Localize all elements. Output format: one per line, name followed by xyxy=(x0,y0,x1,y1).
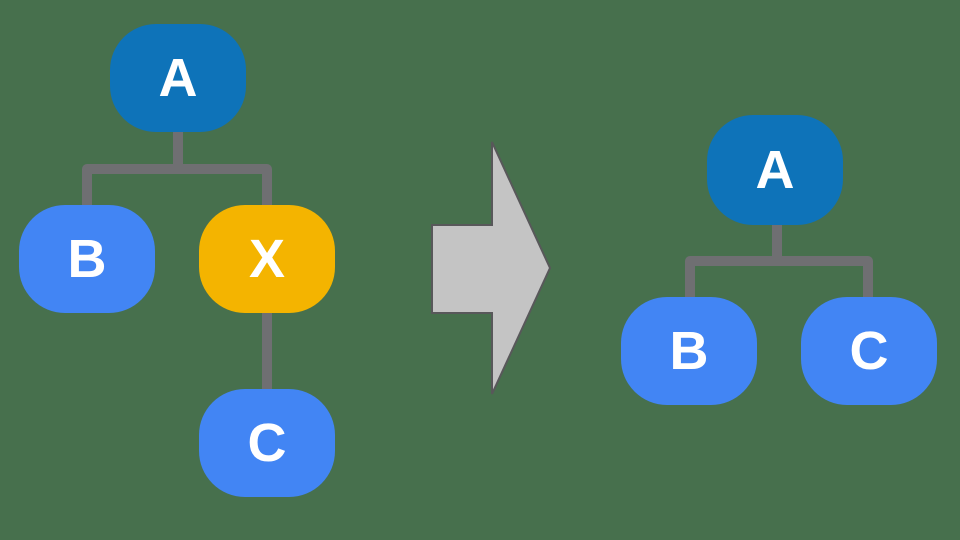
tree-node-x-before: X xyxy=(199,205,335,313)
tree-node-a-before: A xyxy=(110,24,246,132)
tree-node-b-after: B xyxy=(621,297,757,405)
before-tree-connectors xyxy=(82,126,272,392)
edge-a-children-after xyxy=(685,256,873,300)
tree-node-a-after: A xyxy=(707,115,843,225)
edge-a-children xyxy=(82,164,272,208)
tree-node-b-before: B xyxy=(19,205,155,313)
transform-arrow-icon xyxy=(431,141,552,395)
tree-node-c-before: C xyxy=(199,389,335,497)
tree-node-c-after: C xyxy=(801,297,937,405)
after-tree-connectors xyxy=(685,222,873,300)
